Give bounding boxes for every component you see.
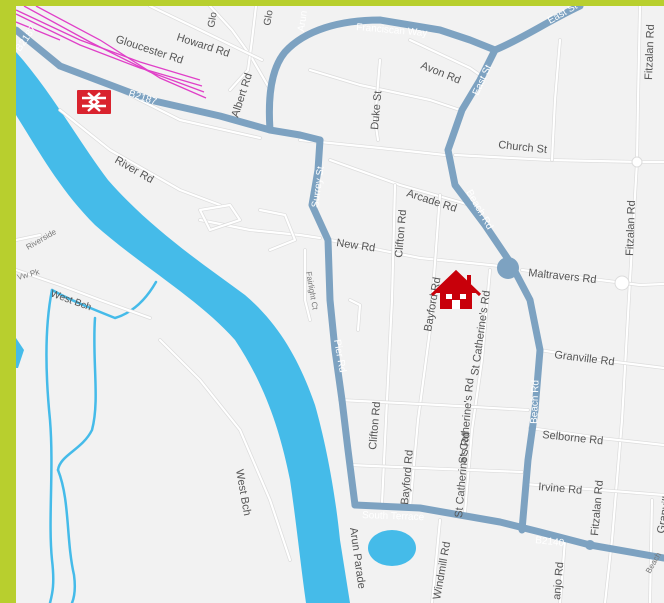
label-anjo-rd: anjo Rd	[551, 561, 566, 600]
road-east-st	[444, 46, 514, 266]
road-b2187	[16, 26, 324, 144]
label-glo-a: Glo	[206, 11, 220, 29]
label-clifton-rd-b: Clifton Rd	[367, 401, 383, 450]
minor-roads	[16, 6, 664, 603]
road-south-terrace	[351, 501, 664, 562]
label-fitzalan-rd-b: Fitzalan Rd	[624, 200, 638, 256]
water-layer	[16, 52, 416, 603]
map-canvas[interactable]: Gloucester Rd Howard Rd Albert Rd B2187 …	[16, 6, 664, 603]
label-fitzalan-rd-a: Fitzalan Rd	[643, 24, 657, 80]
stream-west	[45, 288, 55, 603]
label-granville-rd-b: Granville Rd	[655, 473, 664, 535]
label-beach-rd-b: Beach Rd	[529, 380, 542, 424]
label-fitzalan-rd-c: Fitzalan Rd	[589, 480, 606, 536]
stream-west-branch	[50, 280, 158, 320]
label-b2140: B2140	[535, 535, 565, 549]
road-ring-west	[265, 6, 584, 134]
stream-south	[56, 468, 77, 603]
house-marker-icon[interactable]	[430, 269, 482, 309]
label-clifton-rd-a: Clifton Rd	[393, 209, 409, 258]
major-roads	[16, 6, 664, 562]
label-arun: Arun	[296, 10, 310, 32]
river-bank-left	[16, 338, 24, 368]
label-irvine-rd: Irvine Rd	[538, 481, 583, 497]
railway-station-icon[interactable]	[77, 90, 111, 114]
label-south-terrace: South Terrace	[362, 510, 425, 523]
label-glo-b: Glo	[262, 9, 276, 27]
label-bayford-rd-b: Bayford Rd	[399, 449, 416, 505]
label-new-rd: New Rd	[336, 237, 376, 254]
road-surrey-st	[308, 136, 359, 509]
map-viewport[interactable]: Gloucester Rd Howard Rd Albert Rd B2187 …	[16, 6, 664, 603]
pond	[368, 530, 416, 566]
label-duke-st: Duke St	[369, 90, 384, 130]
stream-central	[56, 316, 97, 472]
river-arun	[16, 52, 350, 603]
railway-lines	[16, 6, 207, 99]
road-beach-rd	[506, 258, 544, 534]
label-church-st: Church St	[498, 139, 548, 156]
